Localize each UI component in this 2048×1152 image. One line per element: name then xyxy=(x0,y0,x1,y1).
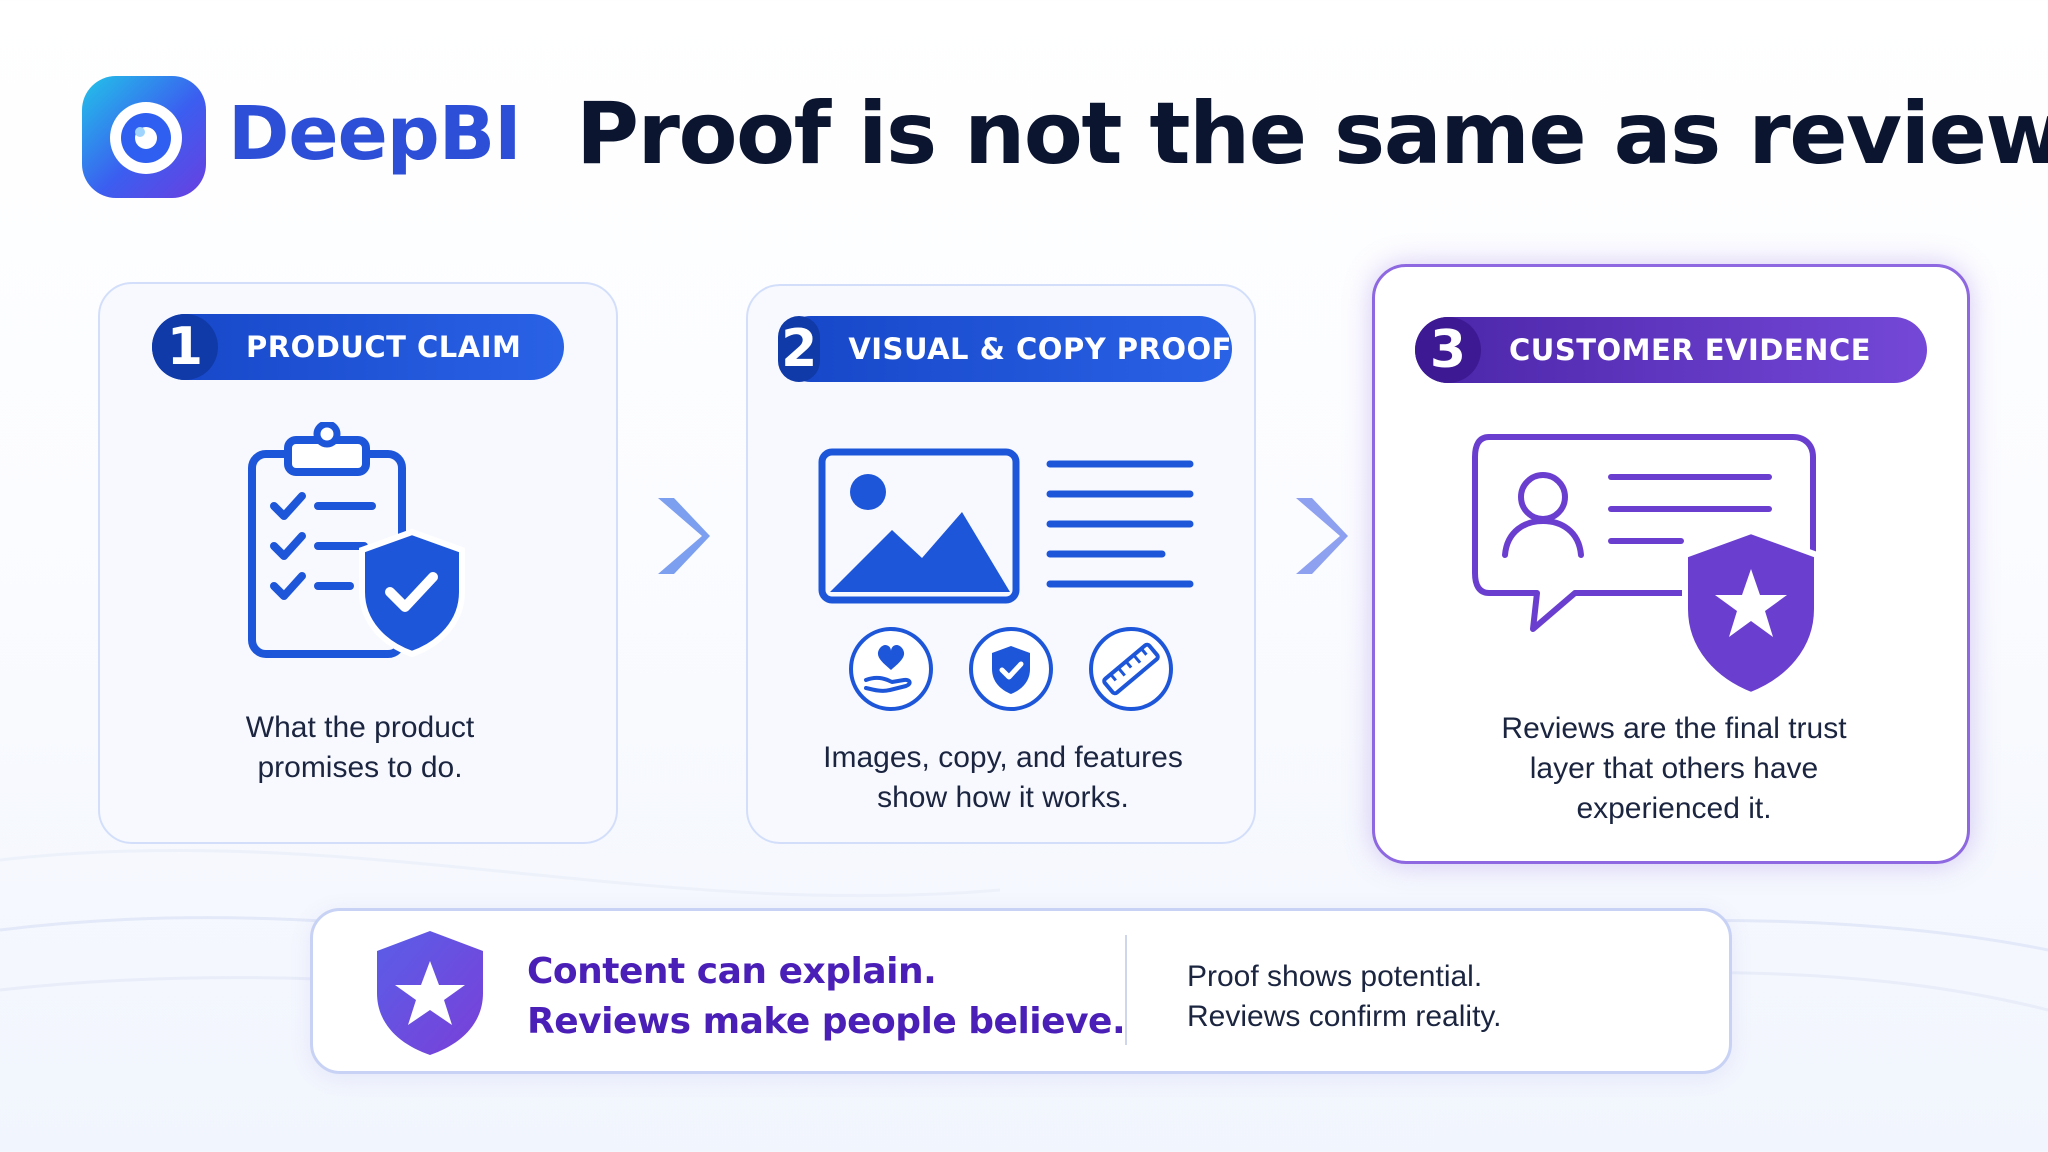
step-number: 3 xyxy=(1415,317,1481,383)
step-card-visual-copy-proof: 2 VISUAL & COPY PROOF Images, copy, xyxy=(746,284,1256,844)
banner-side-text: Proof shows potential. Reviews confirm r… xyxy=(1187,960,1502,1033)
step-pill: 1 PRODUCT CLAIM xyxy=(152,314,564,380)
image-document-icon xyxy=(818,448,1194,604)
deepbi-logo-icon xyxy=(82,76,206,198)
step-number: 2 xyxy=(778,316,821,382)
step-pill: 2 VISUAL & COPY PROOF xyxy=(778,316,1232,382)
banner-headline: Content can explain. Reviews make people… xyxy=(527,951,1126,1042)
heart-hand-icon xyxy=(849,627,933,711)
review-bubble-star-shield-icon xyxy=(1472,434,1820,699)
step-label: VISUAL & COPY PROOF xyxy=(848,332,1232,366)
clipboard-shield-check-icon xyxy=(248,422,465,658)
summary-banner: Content can explain. Reviews make people… xyxy=(310,908,1732,1074)
brand-name: DeepBI xyxy=(228,91,522,177)
chevron-right-icon xyxy=(1296,498,1348,574)
page-title: Proof is not the same as reviews xyxy=(576,84,2048,184)
ruler-icon xyxy=(1089,627,1173,711)
star-shield-icon xyxy=(377,931,483,1055)
step-description: Reviews are the final trust layer that o… xyxy=(1501,712,1847,825)
step-card-product-claim: 1 PRODUCT CLAIM What the product promise… xyxy=(98,282,618,844)
banner-divider xyxy=(1125,935,1127,1045)
step-card-customer-evidence: 3 CUSTOMER EVIDENCE Reviews are the fina… xyxy=(1372,264,1970,864)
step-number: 1 xyxy=(152,314,218,380)
step-pill: 3 CUSTOMER EVIDENCE xyxy=(1415,317,1927,383)
step-description: Images, copy, and features show how it w… xyxy=(823,741,1183,814)
chevron-right-icon xyxy=(658,498,710,574)
step-description: What the product promises to do. xyxy=(245,711,475,784)
step-label: PRODUCT CLAIM xyxy=(246,330,522,364)
step-label: CUSTOMER EVIDENCE xyxy=(1509,333,1872,367)
shield-check-icon xyxy=(969,627,1053,711)
